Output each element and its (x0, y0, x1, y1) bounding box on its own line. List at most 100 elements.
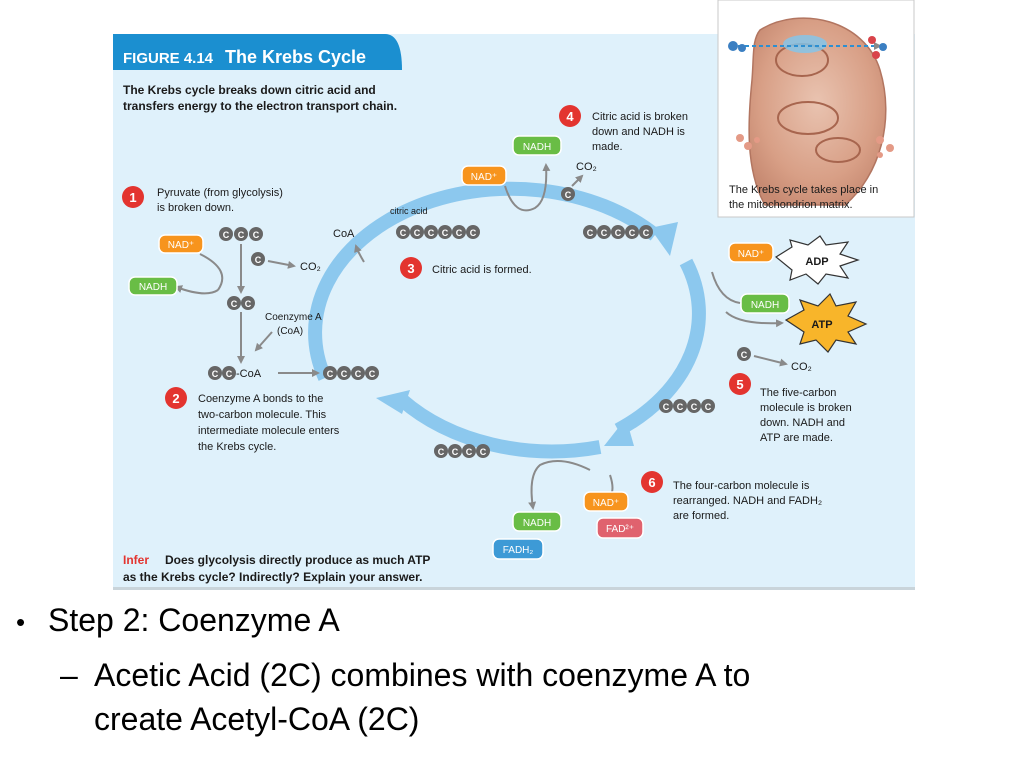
svg-text:NAD⁺: NAD⁺ (471, 172, 497, 183)
step-2-text-2: two-carbon molecule. This (198, 409, 327, 421)
svg-text:C: C (470, 228, 477, 238)
pyruvate-molecule: C C C (219, 227, 263, 241)
svg-text:C: C (691, 402, 698, 412)
svg-text:C: C (223, 230, 230, 240)
bullet-marker-1: • (16, 607, 26, 637)
svg-text:C: C (615, 228, 622, 238)
svg-text:FADH₂: FADH₂ (503, 545, 534, 556)
svg-text:3: 3 (407, 261, 414, 276)
step-3: 3 Citric acid is formed. (400, 257, 532, 279)
svg-text:NADH: NADH (139, 282, 167, 293)
acetyl-coa-label: -CoA (236, 368, 262, 380)
svg-text:NADH: NADH (751, 300, 779, 311)
svg-text:C: C (253, 230, 260, 240)
step-5: 5 The five-carbon molecule is broken dow… (729, 373, 852, 444)
figure-header-tab (113, 34, 402, 70)
svg-text:2: 2 (172, 391, 179, 406)
svg-text:C: C (677, 402, 684, 412)
svg-text:C: C (428, 228, 435, 238)
infer-question-1: Does glycolysis directly produce as much… (165, 553, 430, 567)
nadh-pill-step4 (512, 135, 562, 156)
svg-text:ATP: ATP (811, 319, 832, 331)
svg-text:C: C (452, 447, 459, 457)
nadh-pill-step6 (512, 511, 562, 532)
bullet-dash: – (60, 657, 78, 693)
coa-label: CoA (333, 228, 355, 240)
co2-label-step5: CO₂ (791, 361, 812, 373)
nad-pill-step4 (461, 165, 507, 186)
step-6-text-3: are formed. (673, 510, 729, 522)
figure-panel-shadow (113, 587, 915, 590)
figure-title: The Krebs Cycle (225, 47, 366, 67)
step-6-text-1: The four-carbon molecule is (673, 480, 810, 492)
step-5-text-4: ATP are made. (760, 432, 833, 444)
adp-burst (774, 235, 860, 285)
coenzyme-a-label-1: Coenzyme A (265, 312, 322, 323)
step-2-text-3: intermediate molecule enters (198, 425, 340, 437)
mitochondrion-inset: The Krebs cycle takes place in the mitoc… (717, 0, 915, 218)
svg-text:C: C (456, 228, 463, 238)
infer-label: Infer (123, 553, 149, 567)
nad-pill-step5 (728, 242, 774, 263)
citric-acid-molecule: C C C C C C (396, 225, 480, 239)
step-6-text-2: rearranged. NADH and FADH₂ (673, 495, 822, 507)
bullet-step-2: Step 2: Coenzyme A (48, 602, 340, 638)
step-4: 4 Citric acid is broken down and NADH is… (559, 105, 688, 153)
svg-text:C: C (231, 299, 238, 309)
five-carbon-molecule: C C C C C (583, 225, 653, 239)
step-4-text-3: made. (592, 141, 623, 153)
fadh2-pill (492, 538, 544, 560)
svg-text:C: C (705, 402, 712, 412)
svg-text:NAD⁺: NAD⁺ (593, 498, 619, 509)
krebs-cycle-ring (308, 181, 706, 459)
svg-text:NADH: NADH (523, 518, 551, 529)
svg-text:FAD²⁺: FAD²⁺ (606, 524, 634, 535)
step-1: 1 Pyruvate (from glycolysis) is broken d… (122, 186, 283, 214)
svg-text:C: C (438, 447, 445, 457)
svg-text:4: 4 (566, 109, 574, 124)
co2-label-step1: CO₂ (300, 261, 321, 273)
step-1-text-2: is broken down. (157, 202, 234, 214)
svg-text:C: C (414, 228, 421, 238)
figure-intro-line-2: transfers energy to the electron transpo… (123, 99, 397, 113)
svg-text:C: C (643, 228, 650, 238)
nadh-pill-step1 (128, 276, 178, 296)
step-5-text-3: down. NADH and (760, 417, 845, 429)
four-carbon-molecule-right: C C C C (659, 399, 715, 413)
four-carbon-molecule-entry: C C C C (323, 366, 379, 380)
svg-text:NAD⁺: NAD⁺ (738, 249, 764, 260)
nadh-pill-step5 (740, 293, 790, 314)
atp-burst (784, 292, 868, 353)
step-5-text-2: molecule is broken (760, 402, 852, 414)
svg-text:C: C (663, 402, 670, 412)
nad-pill-step1 (158, 234, 204, 254)
figure-intro-line-1: The Krebs cycle breaks down citric acid … (123, 83, 376, 97)
infer-question-2: as the Krebs cycle? Indirectly? Explain … (123, 570, 422, 584)
nad-pill-step6 (583, 491, 629, 512)
citric-acid-label: citric acid (390, 206, 428, 216)
svg-text:C: C (238, 230, 245, 240)
svg-text:C: C (400, 228, 407, 238)
svg-text:ADP: ADP (805, 256, 828, 268)
step-3-text: Citric acid is formed. (432, 264, 532, 276)
step-4-text-1: Citric acid is broken (592, 111, 688, 123)
step-5-text-1: The five-carbon (760, 387, 836, 399)
svg-text:5: 5 (736, 377, 743, 392)
inset-caption-line-2: the mitochondrion matrix. (729, 199, 853, 211)
step-4-text-2: down and NADH is (592, 126, 685, 138)
step-2-text-4: the Krebs cycle. (198, 441, 276, 453)
figure-label: FIGURE 4.14 (123, 50, 214, 67)
svg-text:C: C (212, 369, 219, 379)
svg-text:6: 6 (648, 475, 655, 490)
fad-pill (596, 517, 644, 539)
svg-text:C: C (245, 299, 252, 309)
co2-label-step4: CO₂ (576, 161, 597, 173)
svg-text:C: C (629, 228, 636, 238)
step-6: 6 The four-carbon molecule is rearranged… (641, 471, 822, 522)
svg-text:C: C (741, 350, 748, 360)
svg-text:C: C (480, 447, 487, 457)
coenzyme-a-label-2: (CoA) (277, 326, 303, 337)
svg-text:C: C (442, 228, 449, 238)
svg-text:C: C (587, 228, 594, 238)
svg-text:C: C (341, 369, 348, 379)
